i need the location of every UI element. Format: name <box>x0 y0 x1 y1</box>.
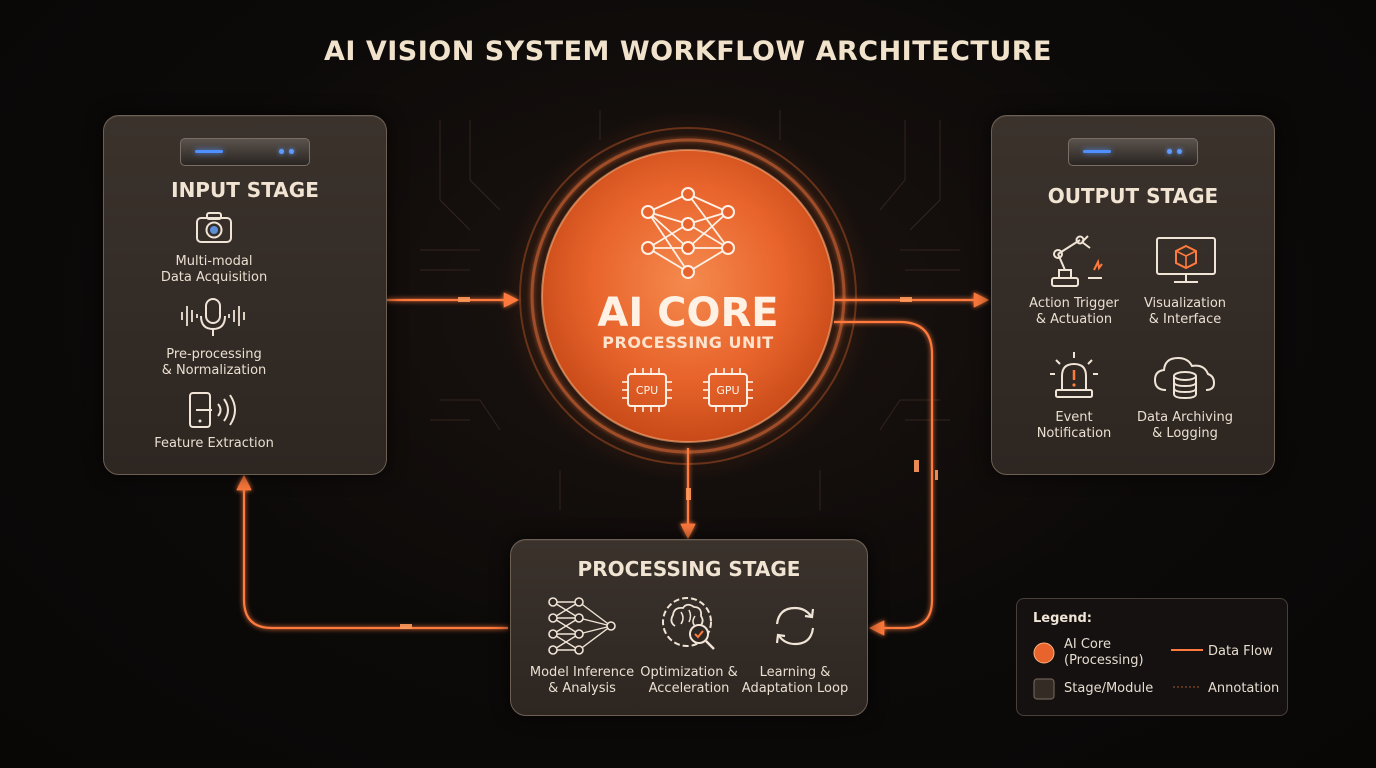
server-icon <box>180 138 310 166</box>
neural-network-icon <box>638 184 738 280</box>
cloud-database-icon <box>1152 350 1216 402</box>
processing-stage-panel: PROCESSING STAGE Model Inference & Analy… <box>510 539 868 716</box>
output-item-label-visualization: Visualization & Interface <box>1120 296 1250 328</box>
refresh-icon <box>769 600 821 652</box>
microphone-icon <box>178 296 248 338</box>
output-item-label-archiving: Data Archiving & Logging <box>1120 410 1250 442</box>
gpu-chip-icon: GPU <box>701 366 755 414</box>
input-stage-title: INPUT STAGE <box>104 178 386 202</box>
input-stage-panel: INPUT STAGE Multi-modal Data Acquisition… <box>103 115 387 475</box>
gpu-label: GPU <box>716 384 739 397</box>
processing-stage-title: PROCESSING STAGE <box>511 557 867 581</box>
page-title: AI VISION SYSTEM WORKFLOW ARCHITECTURE <box>0 36 1376 67</box>
sensor-icon <box>188 390 240 430</box>
camera-icon <box>194 210 234 246</box>
legend-label-stage: Stage/Module <box>1064 681 1153 697</box>
processing-item-label-learning: Learning & Adaptation Loop <box>737 665 853 697</box>
core-title: AI CORE <box>543 290 833 336</box>
legend-label-core: AI Core (Processing) <box>1064 637 1144 669</box>
neural-network-icon <box>547 594 617 656</box>
legend-core-symbol <box>1032 641 1056 665</box>
legend-stage-symbol <box>1032 677 1056 701</box>
monitor-icon <box>1154 236 1218 284</box>
input-item-label-preprocessing: Pre-processing & Normalization <box>144 347 284 379</box>
processing-item-label-optimization: Optimization & Acceleration <box>631 665 747 697</box>
input-item-label-feature: Feature Extraction <box>134 436 294 452</box>
legend-annotation-symbol <box>1169 683 1205 691</box>
output-stage-panel: OUTPUT STAGE Action Trigger & Actuation … <box>991 115 1275 475</box>
brain-gear-icon <box>659 596 719 654</box>
legend-label-dataflow: Data Flow <box>1208 644 1273 660</box>
server-icon <box>1068 138 1198 166</box>
core-subtitle: PROCESSING UNIT <box>543 333 833 352</box>
cpu-label: CPU <box>636 384 658 397</box>
processing-item-label-inference: Model Inference & Analysis <box>521 665 643 697</box>
legend-label-annotation: Annotation <box>1208 681 1279 697</box>
legend-dataflow-symbol <box>1169 645 1205 655</box>
legend: Legend: AI Core (Processing) Data Flow S… <box>1016 598 1288 716</box>
input-item-label-acquisition: Multi-modal Data Acquisition <box>144 254 284 286</box>
alarm-icon <box>1048 350 1100 400</box>
cpu-chip-icon: CPU <box>620 366 674 414</box>
output-stage-title: OUTPUT STAGE <box>992 184 1274 208</box>
legend-title: Legend: <box>1033 611 1092 626</box>
robot-arm-icon <box>1044 234 1104 288</box>
